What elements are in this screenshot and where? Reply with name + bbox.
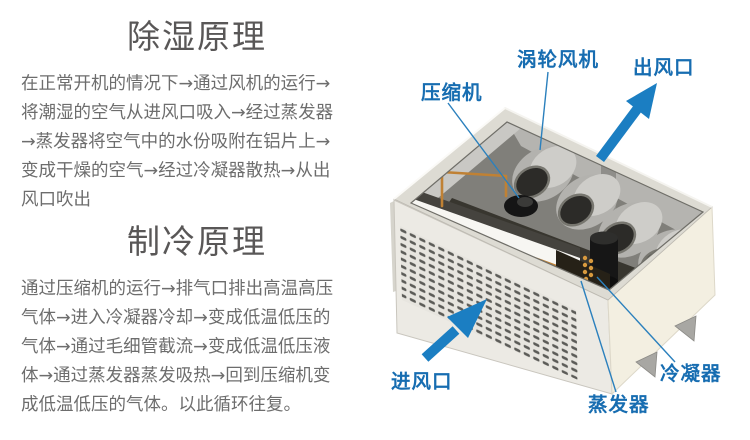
cooling-title: 制冷原理 bbox=[127, 221, 267, 261]
grille-slots bbox=[400, 226, 578, 380]
air-inlet-arrow-icon bbox=[421, 299, 487, 362]
label-evaporator: 蒸发器 bbox=[588, 393, 650, 416]
callout-line-compressor bbox=[447, 102, 520, 199]
air-outlet-arrow-icon bbox=[595, 83, 657, 162]
callout-line-evaporator bbox=[580, 280, 617, 393]
compressor-body bbox=[504, 195, 538, 217]
callout-line-turbine-fan bbox=[539, 71, 549, 151]
label-air-outlet: 出风口 bbox=[633, 56, 695, 79]
interior-left-wall bbox=[411, 122, 521, 209]
machine-foot bbox=[635, 351, 658, 378]
text-column: 除湿原理 在正常开机的情况下→通过风机的运行→将潮湿的空气从进风口吸入→经过蒸发… bbox=[21, 10, 373, 420]
label-turbine-fan: 涡轮风机 bbox=[517, 48, 599, 71]
dehumidify-title: 除湿原理 bbox=[127, 17, 267, 56]
label-condenser: 冷凝器 bbox=[660, 362, 722, 385]
label-compressor: 压缩机 bbox=[421, 81, 483, 104]
callout-line-condenser bbox=[596, 276, 676, 363]
machine-foot bbox=[674, 315, 697, 342]
fan-drum bbox=[556, 174, 621, 230]
grille-panel bbox=[393, 199, 613, 395]
label-air-inlet: 进风口 bbox=[391, 370, 453, 393]
cooling-paragraph: 通过压缩机的运行→排气口排出高温高压气体→进入冷凝器冷却→变成低温低压的气体→通… bbox=[21, 278, 334, 415]
dehumidify-paragraph: 在正常开机的情况下→通过风机的运行→将潮湿的空气从进风口吸入→经过蒸发器→蒸发器… bbox=[21, 73, 334, 210]
fan-drum bbox=[512, 146, 577, 202]
